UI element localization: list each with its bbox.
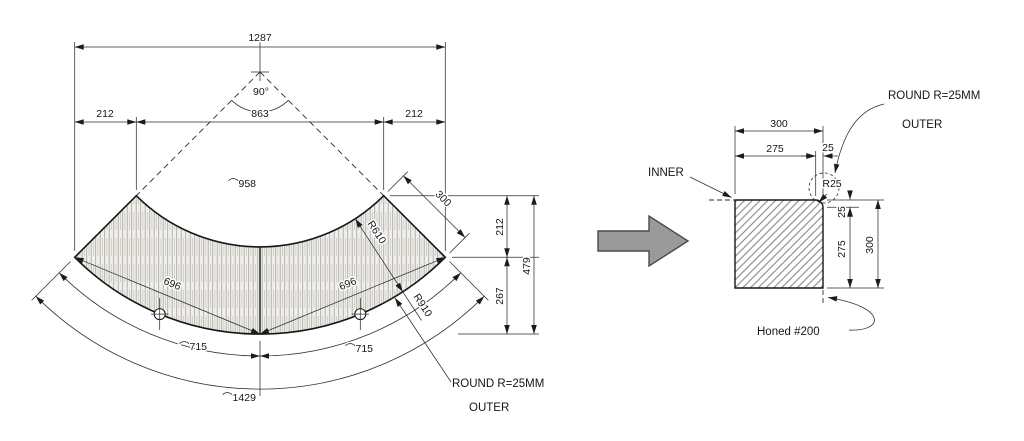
dim-offset-right-label: 212 xyxy=(405,108,423,120)
dimline-300-depth xyxy=(403,175,466,238)
dim-depth-label: 300 xyxy=(433,188,454,209)
detail-height-major-label: 275 xyxy=(836,240,848,258)
dim-radius-outer-label: R910 xyxy=(411,292,435,320)
plan-extension-lines xyxy=(31,42,539,396)
detail-width-major-label: 275 xyxy=(766,143,784,155)
detail-height-total-label: 300 xyxy=(864,236,876,254)
wedge-line-right xyxy=(259,71,446,258)
detail-outer-note-label: OUTER xyxy=(902,119,942,131)
leader-round-note xyxy=(394,297,452,383)
dim-overall-width-label: 1287 xyxy=(248,32,272,44)
detail-arrow-icon xyxy=(597,214,690,268)
section-block-outline xyxy=(734,199,824,289)
detail-height-corner-label: 25 xyxy=(836,206,848,218)
extension-radial-left xyxy=(31,261,71,301)
extension-depth-a xyxy=(387,171,408,192)
section-detail-view: 300 275 25 25 275 300 R25 INNER ROUND R=… xyxy=(647,89,982,340)
dim-arc-half-right-label: ⌒715 xyxy=(345,343,373,355)
detail-width-total-label: 300 xyxy=(770,118,788,130)
dim-arc-outer-label: ⌒1429 xyxy=(222,392,256,404)
plan-view: 1287 212 863 212 90° ⌒958 300 R610 R910 … xyxy=(31,31,546,416)
round-note-label: ROUND R=25MM xyxy=(452,378,544,390)
dim-height-lower-label: 267 xyxy=(494,287,506,305)
wedge-line-left xyxy=(74,71,261,258)
detail-dimension-lines xyxy=(689,103,885,331)
dimarc-715-right xyxy=(259,272,462,359)
detail-round-note-label: ROUND R=25MM xyxy=(888,90,980,102)
dim-height-total-label: 479 xyxy=(521,257,533,275)
dimarc-715-left xyxy=(58,272,261,359)
leader-round-detail xyxy=(833,103,885,174)
detail-extension-lines xyxy=(734,126,884,289)
dim-height-upper-label: 212 xyxy=(494,218,506,236)
honed-finish-label: Honed #200 xyxy=(757,326,820,338)
angle-arc xyxy=(231,100,289,113)
inner-face-label: INNER xyxy=(648,167,684,179)
dimarc-1429 xyxy=(35,295,485,390)
apex-center-mark xyxy=(251,63,269,81)
corner-detail-dashed-circle xyxy=(808,172,840,204)
dim-offset-left-label: 212 xyxy=(96,108,114,120)
face-indicators xyxy=(709,172,840,304)
leader-inner xyxy=(689,176,732,198)
extension-depth-b xyxy=(449,233,470,254)
plan-dimension-lines xyxy=(35,44,537,390)
dim-arc-half-left-label: ⌒715 xyxy=(179,341,207,353)
dim-inner-chord-label: 863 xyxy=(251,108,269,120)
extension-radial-right xyxy=(449,261,489,301)
dim-angle-label: 90° xyxy=(253,86,269,98)
detail-width-corner-label: 25 xyxy=(822,142,834,154)
corner-radius-arrow xyxy=(818,193,828,203)
dim-arc-inner-label: ⌒958 xyxy=(228,178,256,190)
corner-radius-label: R25 xyxy=(822,178,841,190)
leader-honed xyxy=(827,296,875,331)
outer-note-label: OUTER xyxy=(469,402,509,414)
